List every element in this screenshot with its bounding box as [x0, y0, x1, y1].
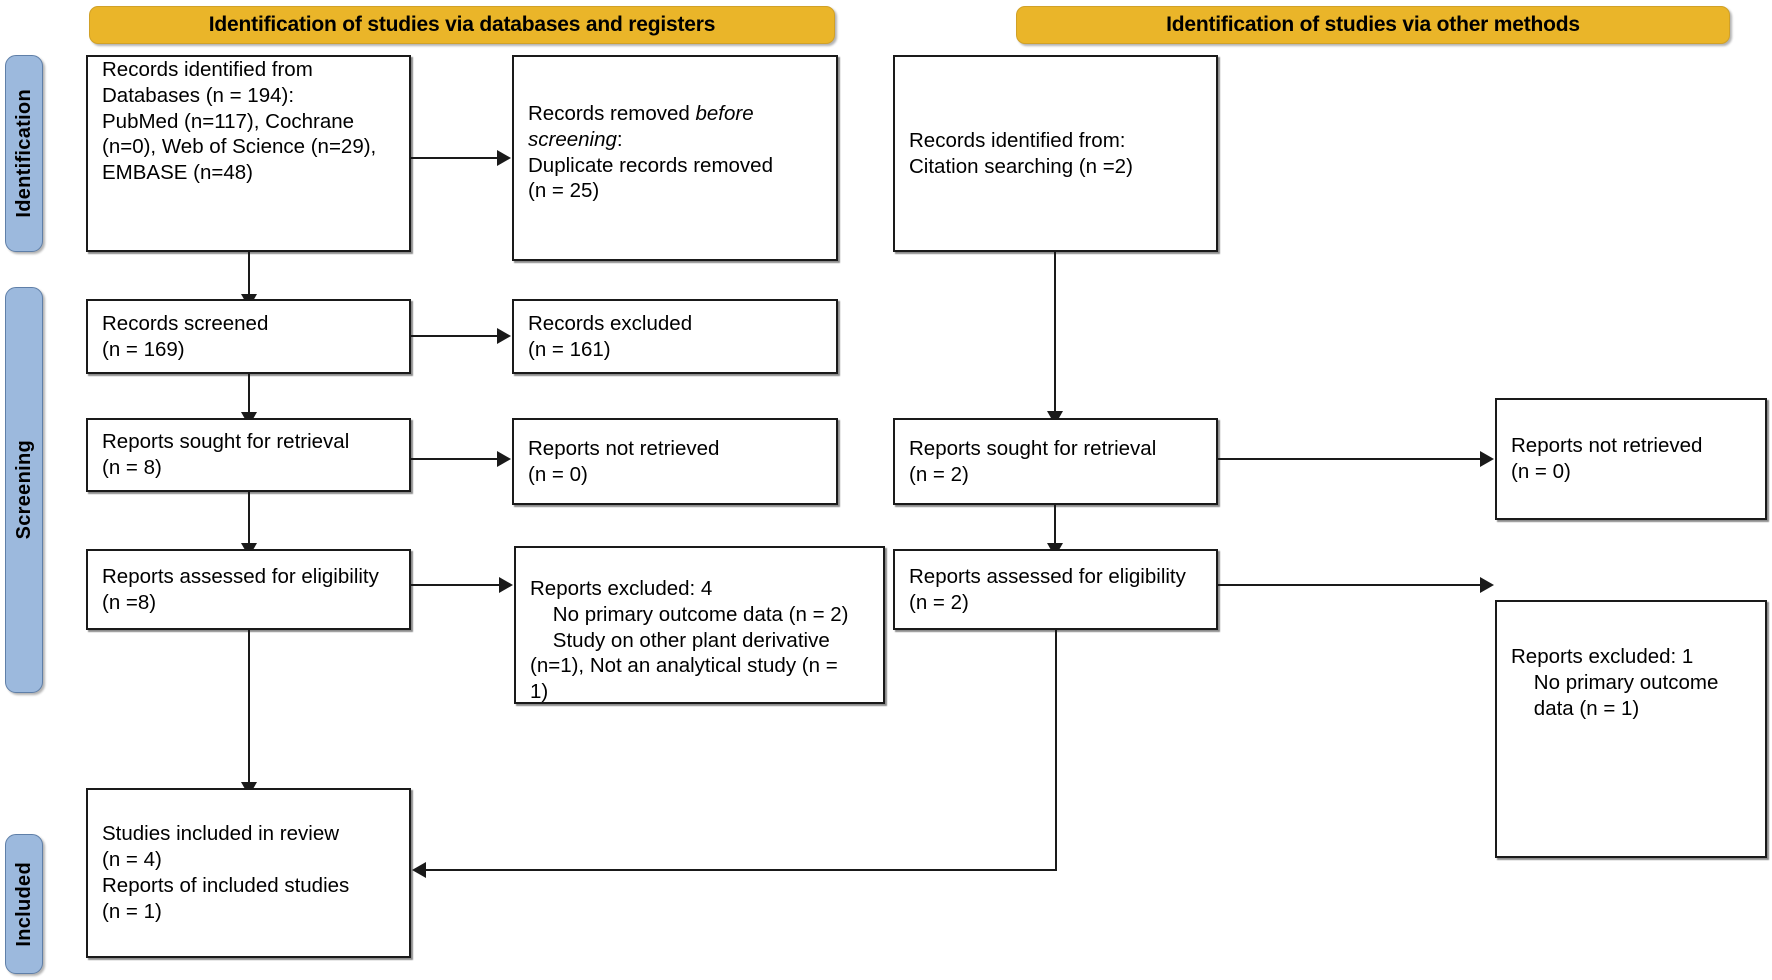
rail-included: Included: [5, 834, 43, 974]
band-databases-registers: Identification of studies via databases …: [89, 6, 835, 44]
records-removed-screening-em: screening: [528, 127, 617, 151]
rail-screening: Screening: [5, 287, 43, 693]
reports-not-retrieved-db-text: Reports not retrieved (n = 0): [528, 436, 720, 486]
connector-identifiedother-to-sought: [1054, 252, 1056, 411]
reports-assessed-other-text: Reports assessed for eligibility (n = 2): [909, 564, 1186, 614]
box-reports-assessed-other: Reports assessed for eligibility (n = 2): [893, 549, 1218, 630]
box-records-removed-before-screening: Records removed before screening:Duplicat…: [512, 55, 838, 261]
studies-included-text: Studies included in review (n = 4) Repor…: [102, 822, 350, 923]
box-studies-included: Studies included in review (n = 4) Repor…: [86, 788, 411, 958]
band-other-methods: Identification of studies via other meth…: [1016, 6, 1730, 44]
connector-sought-to-assessed-db: [248, 492, 250, 543]
connector-assessed-to-excluded-db: [411, 584, 499, 586]
box-reports-not-retrieved-other: Reports not retrieved (n = 0): [1495, 398, 1767, 520]
arrowhead-identified-to-removed: [497, 150, 511, 166]
rail-identification: Identification: [5, 55, 43, 252]
records-screened-text: Records screened (n = 169): [102, 311, 269, 361]
box-reports-excluded-databases: Reports excluded: 4 No primary outcome d…: [514, 546, 885, 704]
records-removed-rest: Duplicate records removed (n = 25): [528, 153, 773, 203]
box-records-excluded: Records excluded (n = 161): [512, 299, 838, 374]
connector-assessedother-to-excluded: [1218, 584, 1480, 586]
records-removed-before-em: before: [695, 102, 754, 125]
records-removed-text: Records removed before screening:Duplicat…: [528, 101, 773, 204]
connector-soughtother-to-assessed: [1054, 505, 1056, 543]
arrowhead-sought-to-notretrieved-other: [1480, 451, 1494, 467]
connector-identified-to-removed: [411, 157, 497, 159]
arrowhead-screened-to-excluded: [497, 328, 511, 344]
reports-sought-db-text: Reports sought for retrieval (n = 8): [102, 430, 350, 479]
connector-assessedother-elbow-vertical: [1055, 630, 1057, 870]
reports-excluded-other-text: Reports excluded: 1 No primary outcome d…: [1511, 645, 1719, 720]
connector-screened-to-excluded: [411, 335, 497, 337]
reports-sought-other-text: Reports sought for retrieval (n = 2): [909, 436, 1157, 486]
box-records-screened: Records screened (n = 169): [86, 299, 411, 374]
rail-identification-label: Identification: [12, 89, 35, 218]
records-removed-colon: :: [616, 127, 623, 151]
connector-identified-to-screened: [248, 252, 250, 294]
reports-not-retrieved-other-text: Reports not retrieved (n = 0): [1511, 434, 1703, 483]
connector-assessedother-elbow-horizontal: [426, 869, 1057, 871]
box-reports-sought-databases: Reports sought for retrieval (n = 8): [86, 418, 411, 492]
records-removed-pre: Records removed: [528, 102, 696, 125]
box-records-identified-other: Records identified from: Citation search…: [893, 55, 1218, 252]
records-identified-text: Records identified from Databases (n = 1…: [102, 58, 377, 185]
arrowhead-sought-to-notretrieved-db: [497, 451, 511, 467]
connector-sought-to-notretrieved-db: [411, 458, 497, 460]
arrowhead-elbow-to-included: [412, 862, 426, 878]
connector-assessed-to-included: [248, 630, 250, 782]
box-reports-sought-other: Reports sought for retrieval (n = 2): [893, 418, 1218, 505]
box-reports-assessed-databases: Reports assessed for eligibility (n =8): [86, 549, 411, 630]
box-reports-not-retrieved-databases: Reports not retrieved (n = 0): [512, 418, 838, 505]
rail-screening-label: Screening: [12, 440, 35, 540]
box-reports-excluded-other: Reports excluded: 1 No primary outcome d…: [1495, 600, 1767, 858]
arrowhead-assessedother-to-excluded: [1480, 577, 1494, 593]
band-other-label: Identification of studies via other meth…: [1166, 13, 1580, 36]
band-databases-label: Identification of studies via databases …: [208, 13, 716, 36]
reports-assessed-db-text: Reports assessed for eligibility (n =8): [102, 564, 379, 614]
reports-excluded-db-text: Reports excluded: 4 No primary outcome d…: [530, 577, 849, 704]
records-identified-other-text: Records identified from: Citation search…: [909, 128, 1133, 178]
connector-sought-to-notretrieved-other: [1218, 458, 1480, 460]
arrowhead-assessed-to-excluded-db: [499, 577, 513, 593]
records-excluded-text: Records excluded (n = 161): [528, 311, 693, 361]
box-records-identified-databases: Records identified from Databases (n = 1…: [86, 55, 411, 252]
rail-included-label: Included: [12, 861, 35, 947]
connector-screened-to-sought: [248, 374, 250, 412]
